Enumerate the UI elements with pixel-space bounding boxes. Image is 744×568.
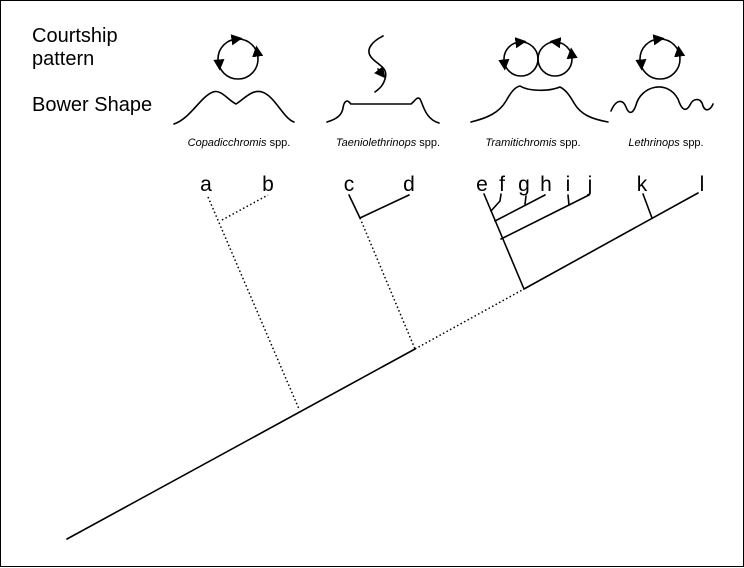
wavy-dome-bower-icon: [610, 86, 714, 114]
stem-c-d: [359, 217, 416, 350]
genus-label-tramitichromis: Tramitichromis spp.: [485, 137, 581, 149]
branch-k: [642, 193, 653, 219]
circle-loop-icon: [213, 34, 264, 80]
phylogenetic-tree: [66, 192, 699, 540]
taxon-label-i: i: [565, 173, 571, 196]
circle-loop-icon: [635, 34, 686, 80]
bower-shape-label: Bower Shape: [32, 94, 153, 116]
taxon-label-l: l: [699, 173, 705, 196]
taxon-label-h: h: [540, 173, 552, 196]
tree-spine-dotted-segment: [414, 288, 525, 350]
taxon-label-c: c: [343, 173, 355, 196]
branch-f-to-h: [494, 194, 546, 222]
taxon-label-f: f: [499, 173, 505, 196]
tree-spine: [66, 348, 416, 540]
figure-eight-icon: [498, 37, 578, 77]
double-hump-bower-icon: [173, 90, 295, 125]
branch-b: [221, 194, 269, 221]
taxon-label-k: k: [636, 173, 648, 196]
taxon-label-j: j: [587, 173, 593, 196]
node-e-f: [490, 193, 502, 212]
genus-label-copadicchromis: Copadicchromis spp.: [187, 137, 291, 149]
volcano-bower-icon: [470, 85, 609, 123]
taxon-label-g: g: [518, 173, 530, 196]
branch-i: [567, 194, 570, 206]
courtship-label-line-1: Courtship: [32, 25, 118, 47]
tree-spine-upper: [523, 192, 699, 290]
branch-e: [483, 193, 525, 290]
branch-a: [207, 196, 300, 410]
courtship-label-line-2: pattern: [32, 48, 95, 70]
branch-i-j: [500, 194, 590, 240]
branch-d: [359, 194, 410, 219]
taxon-label-b: b: [262, 173, 274, 196]
courtship-pattern-label: Courtship pattern: [32, 25, 118, 71]
s-curve-icon: [368, 35, 387, 93]
branch-g: [524, 195, 527, 205]
taxon-label-d: d: [403, 173, 415, 196]
flat-platform-bower-icon: [326, 97, 440, 124]
branch-c: [348, 194, 361, 219]
genus-label-taeniolethrinops: Taeniolethrinops spp.: [335, 137, 441, 149]
genus-label-lethrinops: Lethrinops spp.: [628, 137, 704, 149]
taxon-label-e: e: [476, 173, 488, 196]
taxon-label-a: a: [200, 173, 212, 196]
